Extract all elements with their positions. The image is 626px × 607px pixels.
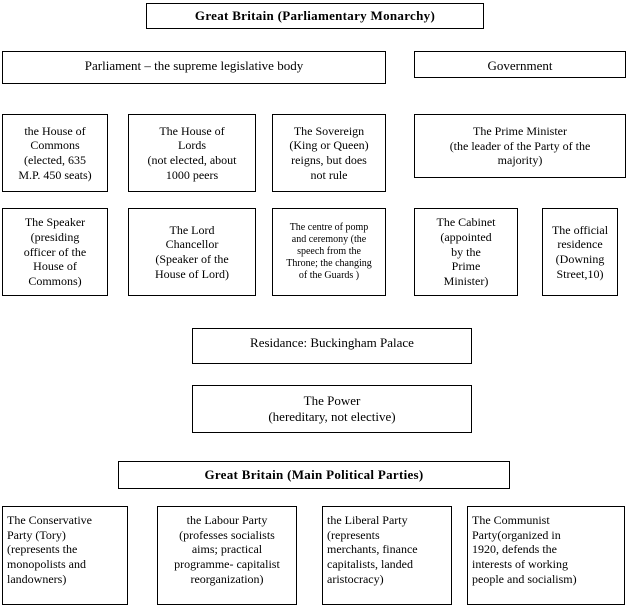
node-liberal-party: the Liberal Party (represents merchants,… <box>322 506 452 605</box>
node-label: The Conservative Party (Tory) (represent… <box>7 513 92 586</box>
node-label: The Speaker (presiding officer of the Ho… <box>23 215 87 288</box>
node-the-lord-chancellor: The Lord Chancellor (Speaker of the Hous… <box>128 208 256 296</box>
node-label: Great Britain (Parliamentary Monarchy) <box>194 8 436 24</box>
node-label: The Prime Minister (the leader of the Pa… <box>449 124 591 168</box>
node-label: The Sovereign (King or Queen) reigns, bu… <box>289 123 369 182</box>
node-government: Government <box>414 51 626 78</box>
node-label: Parliament – the supreme legislative bod… <box>84 58 304 73</box>
node-the-cabinet: The Cabinet (appointed by the Prime Mini… <box>414 208 518 296</box>
node-parliament: Parliament – the supreme legislative bod… <box>2 51 386 84</box>
node-label: The centre of pomp and ceremony (the spe… <box>286 221 372 282</box>
node-the-sovereign: The Sovereign (King or Queen) reigns, bu… <box>272 114 386 192</box>
node-great-britain-main-political-parties: Great Britain (Main Political Parties) <box>118 461 510 489</box>
node-label: Great Britain (Main Political Parties) <box>204 467 424 483</box>
node-label: The Lord Chancellor (Speaker of the Hous… <box>155 222 229 281</box>
node-label: the Liberal Party (represents merchants,… <box>327 513 418 586</box>
node-label: Residance: Buckingham Palace <box>250 335 414 350</box>
node-label: the Labour Party (professes socialists a… <box>174 513 280 586</box>
node-label: Government <box>487 58 553 73</box>
node-the-prime-minister: The Prime Minister (the leader of the Pa… <box>414 114 626 178</box>
node-label: the House of Commons (elected, 635 M.P. … <box>18 123 92 182</box>
node-label: The Communist Party(organized in 1920, d… <box>472 513 577 586</box>
node-centre-of-pomp-and-ceremony: The centre of pomp and ceremony (the spe… <box>272 208 386 296</box>
node-conservative-party: The Conservative Party (Tory) (represent… <box>2 506 128 605</box>
node-house-of-lords: The House of Lords (not elected, about 1… <box>128 114 256 192</box>
node-label: The Cabinet (appointed by the Prime Mini… <box>436 215 496 288</box>
node-house-of-commons: the House of Commons (elected, 635 M.P. … <box>2 114 108 192</box>
node-the-power: The Power (hereditary, not elective) <box>192 385 472 433</box>
node-label: The official residence (Downing Street,1… <box>551 222 609 281</box>
node-the-speaker: The Speaker (presiding officer of the Ho… <box>2 208 108 296</box>
node-communist-party: The Communist Party(organized in 1920, d… <box>467 506 625 605</box>
node-labour-party: the Labour Party (professes socialists a… <box>157 506 297 605</box>
node-label: The Power (hereditary, not elective) <box>268 393 396 424</box>
node-residance-buckingham-palace: Residance: Buckingham Palace <box>192 328 472 364</box>
node-label: The House of Lords (not elected, about 1… <box>147 123 237 182</box>
node-great-britain-parliamentary-monarchy: Great Britain (Parliamentary Monarchy) <box>146 3 484 29</box>
node-official-residence: The official residence (Downing Street,1… <box>542 208 618 296</box>
